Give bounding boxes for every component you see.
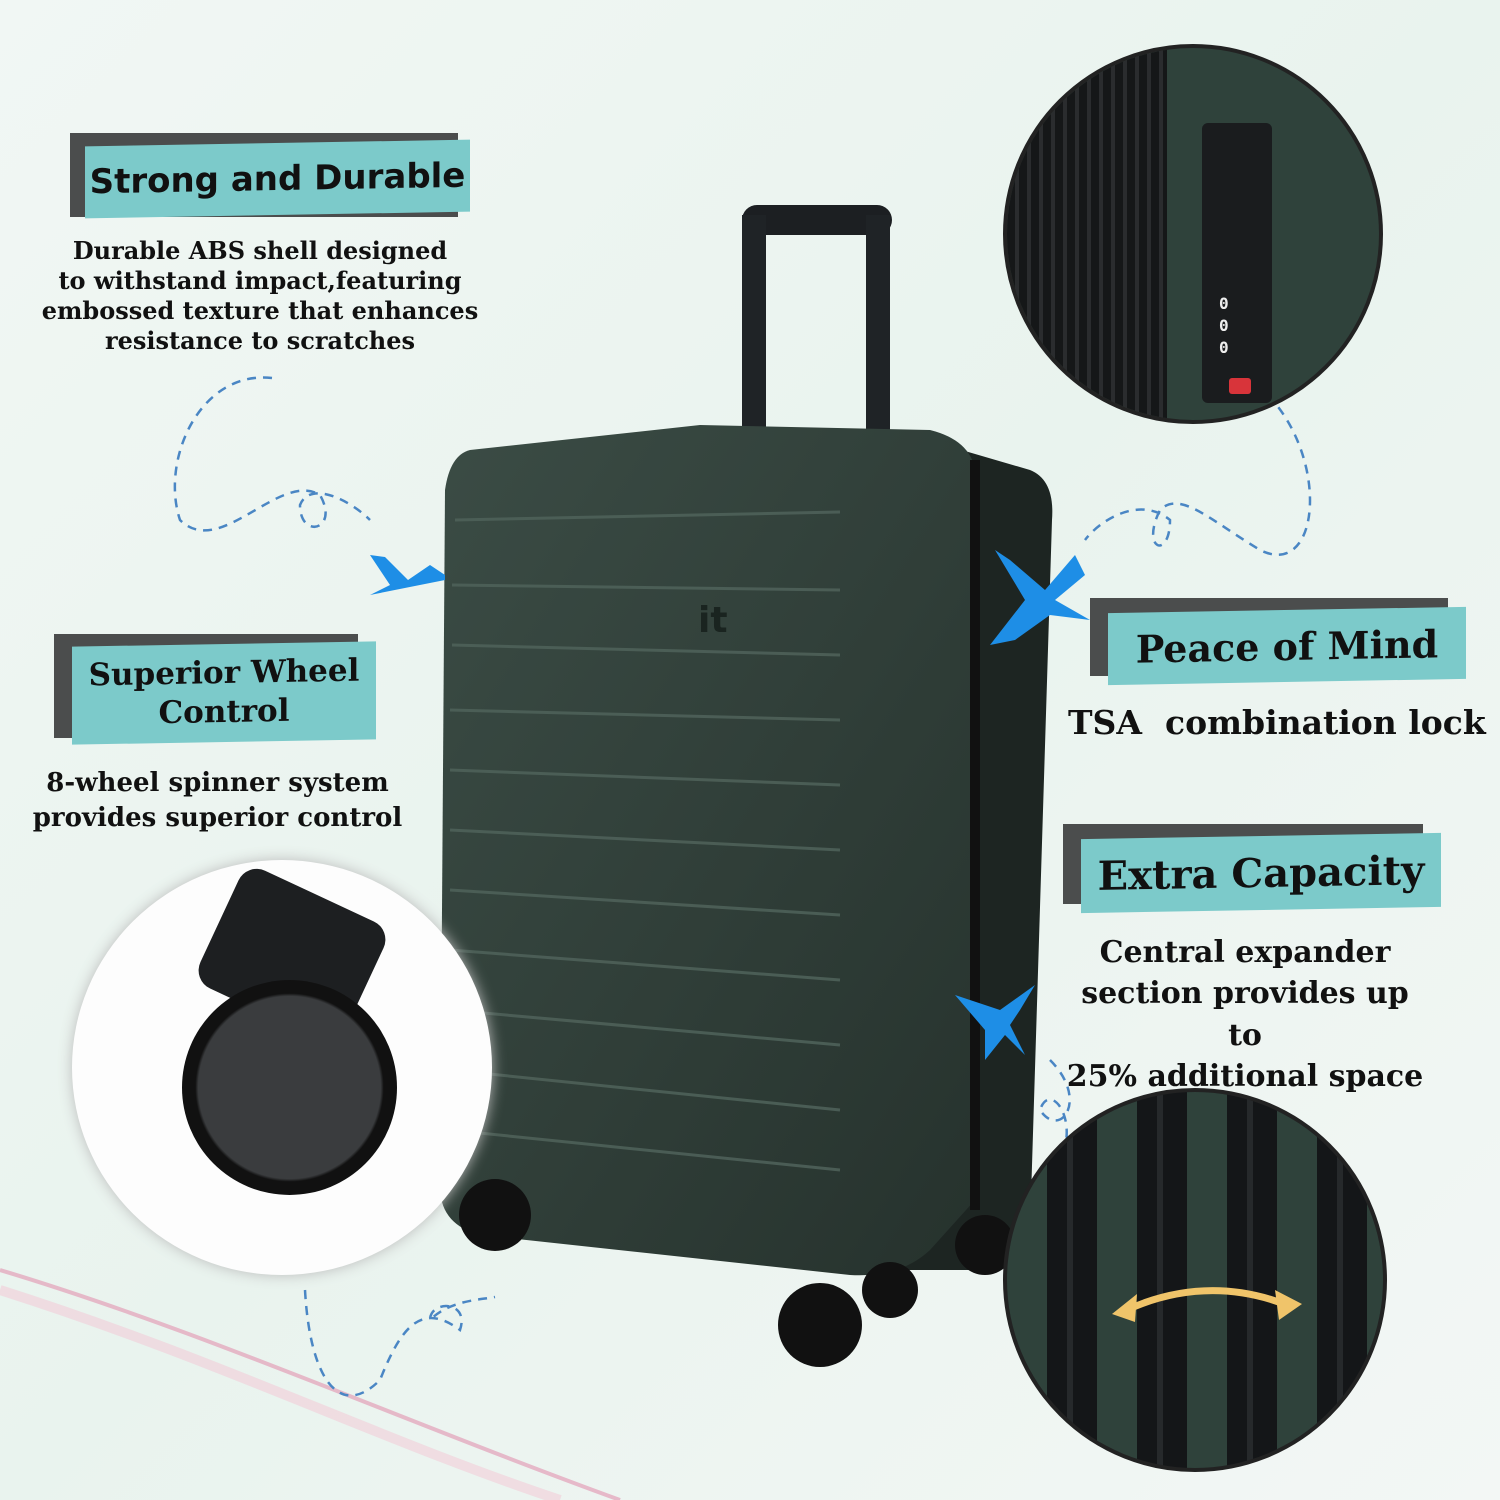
airplane-icon <box>955 985 1035 1060</box>
desc-line: section provides up to <box>1081 976 1409 1053</box>
airplane-icon <box>990 550 1090 645</box>
desc-line: provides superior control <box>32 803 403 834</box>
lock-dial: 0 <box>1219 338 1229 357</box>
feature-description-extra-capacity: Central expander section provides up to … <box>1060 932 1430 1098</box>
detail-tsa-lock: 0 0 0 <box>1003 44 1383 424</box>
lock-dial: 0 <box>1219 294 1229 313</box>
desc-line: Central expander <box>1099 935 1391 970</box>
expander-zipper <box>1007 1092 1383 1468</box>
feature-description-strong-durable: Durable ABS shell designed to withstand … <box>40 236 480 356</box>
feature-banner-extra-capacity: Extra Capacity <box>1063 824 1441 916</box>
feature-banner-wheel-control: Superior Wheel Control <box>54 634 376 750</box>
lock-dials: 0 0 0 <box>1219 293 1229 359</box>
desc-line: 8-wheel spinner system <box>46 768 389 798</box>
feature-banner-peace-of-mind: Peace of Mind <box>1090 598 1468 690</box>
lock-body <box>1202 123 1272 403</box>
desc-line: 25% additional space <box>1066 1059 1424 1095</box>
wheel <box>182 980 397 1195</box>
double-arrow-icon <box>1112 1287 1302 1322</box>
detail-wheel <box>72 860 492 1275</box>
detail-expander <box>1003 1088 1387 1472</box>
desc-line: Durable ABS shell designed <box>72 236 448 265</box>
brand-logo: it <box>698 600 728 641</box>
feature-description-peace-of-mind: TSA combination lock <box>1068 703 1486 742</box>
desc-line: resistance to scratches <box>104 326 416 355</box>
tsa-logo-icon <box>1229 378 1251 394</box>
zipper-detail <box>1007 48 1167 420</box>
lock-dial: 0 <box>1219 316 1229 335</box>
desc-line: embossed texture that enhances <box>41 296 479 325</box>
airplane-icon <box>370 555 445 595</box>
desc-line: to withstand impact,featuring <box>58 266 462 295</box>
feature-description-wheel-control: 8-wheel spinner system provides superior… <box>20 766 415 836</box>
feature-banner-strong-durable: Strong and Durable <box>70 133 470 225</box>
